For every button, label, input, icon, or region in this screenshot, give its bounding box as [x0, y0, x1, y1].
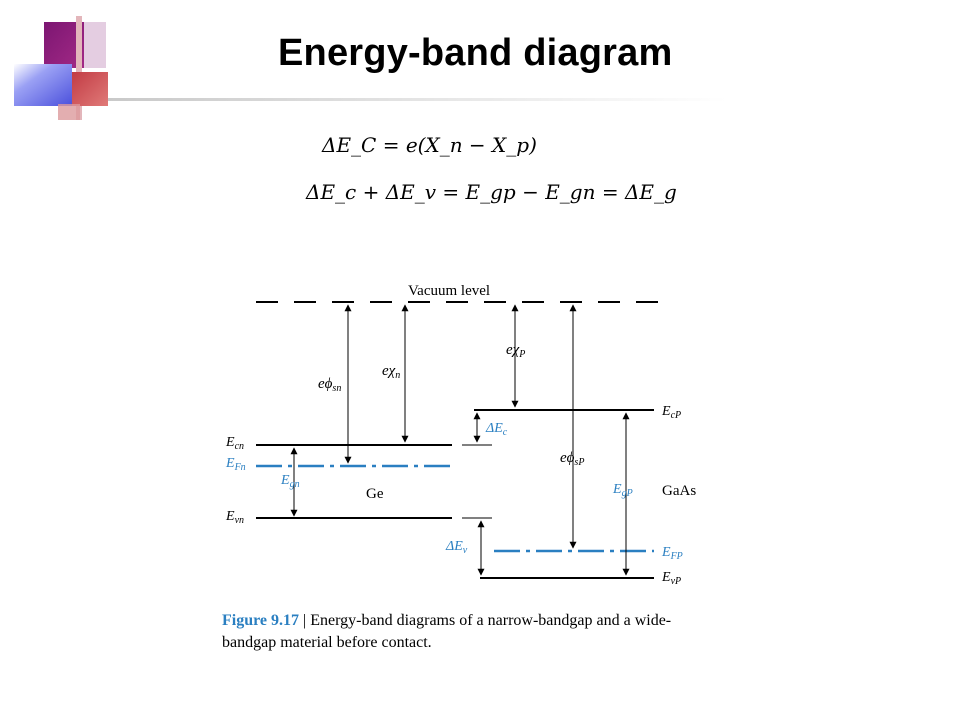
- label-e-chi-p: eχP: [506, 342, 525, 360]
- slide-corner-decoration: [14, 16, 728, 120]
- label-e-cn: Ecn: [225, 435, 244, 452]
- figure-caption: Figure 9.17 | Energy-band diagrams of a …: [222, 610, 702, 654]
- label-e-chi-n: eχn: [382, 363, 400, 381]
- label-e-vn: Evn: [225, 509, 244, 526]
- label-e-fn: EFn: [225, 456, 246, 473]
- label-gaas: GaAs: [662, 483, 696, 499]
- slide-title: Energy-band diagram: [278, 32, 673, 74]
- figure-label: Figure 9.17: [222, 612, 300, 629]
- label-delta-ev: ΔEv: [445, 539, 468, 556]
- label-delta-ec: ΔEc: [485, 421, 508, 438]
- equation-delta-ec: ΔE_C = e(X_n − X_p): [322, 133, 537, 157]
- label-e-vp: EvP: [661, 570, 681, 587]
- label-e-phi-sn: eϕsn: [318, 376, 341, 394]
- label-e-cp: EcP: [661, 404, 681, 421]
- label-e-phi-sp: eϕsP: [560, 450, 584, 468]
- equation-bandgap-sum: ΔE_c + ΔE_v = E_gp − E_gn = ΔE_g: [306, 180, 677, 204]
- label-ge: Ge: [366, 486, 384, 502]
- caption-text: | Energy-band diagrams of a narrow-bandg…: [222, 612, 672, 651]
- vacuum-level-label: Vacuum level: [408, 283, 490, 299]
- label-e-gn: Egn: [280, 473, 300, 490]
- label-e-fp: EFP: [661, 545, 683, 562]
- label-e-gp: EgP: [612, 482, 633, 499]
